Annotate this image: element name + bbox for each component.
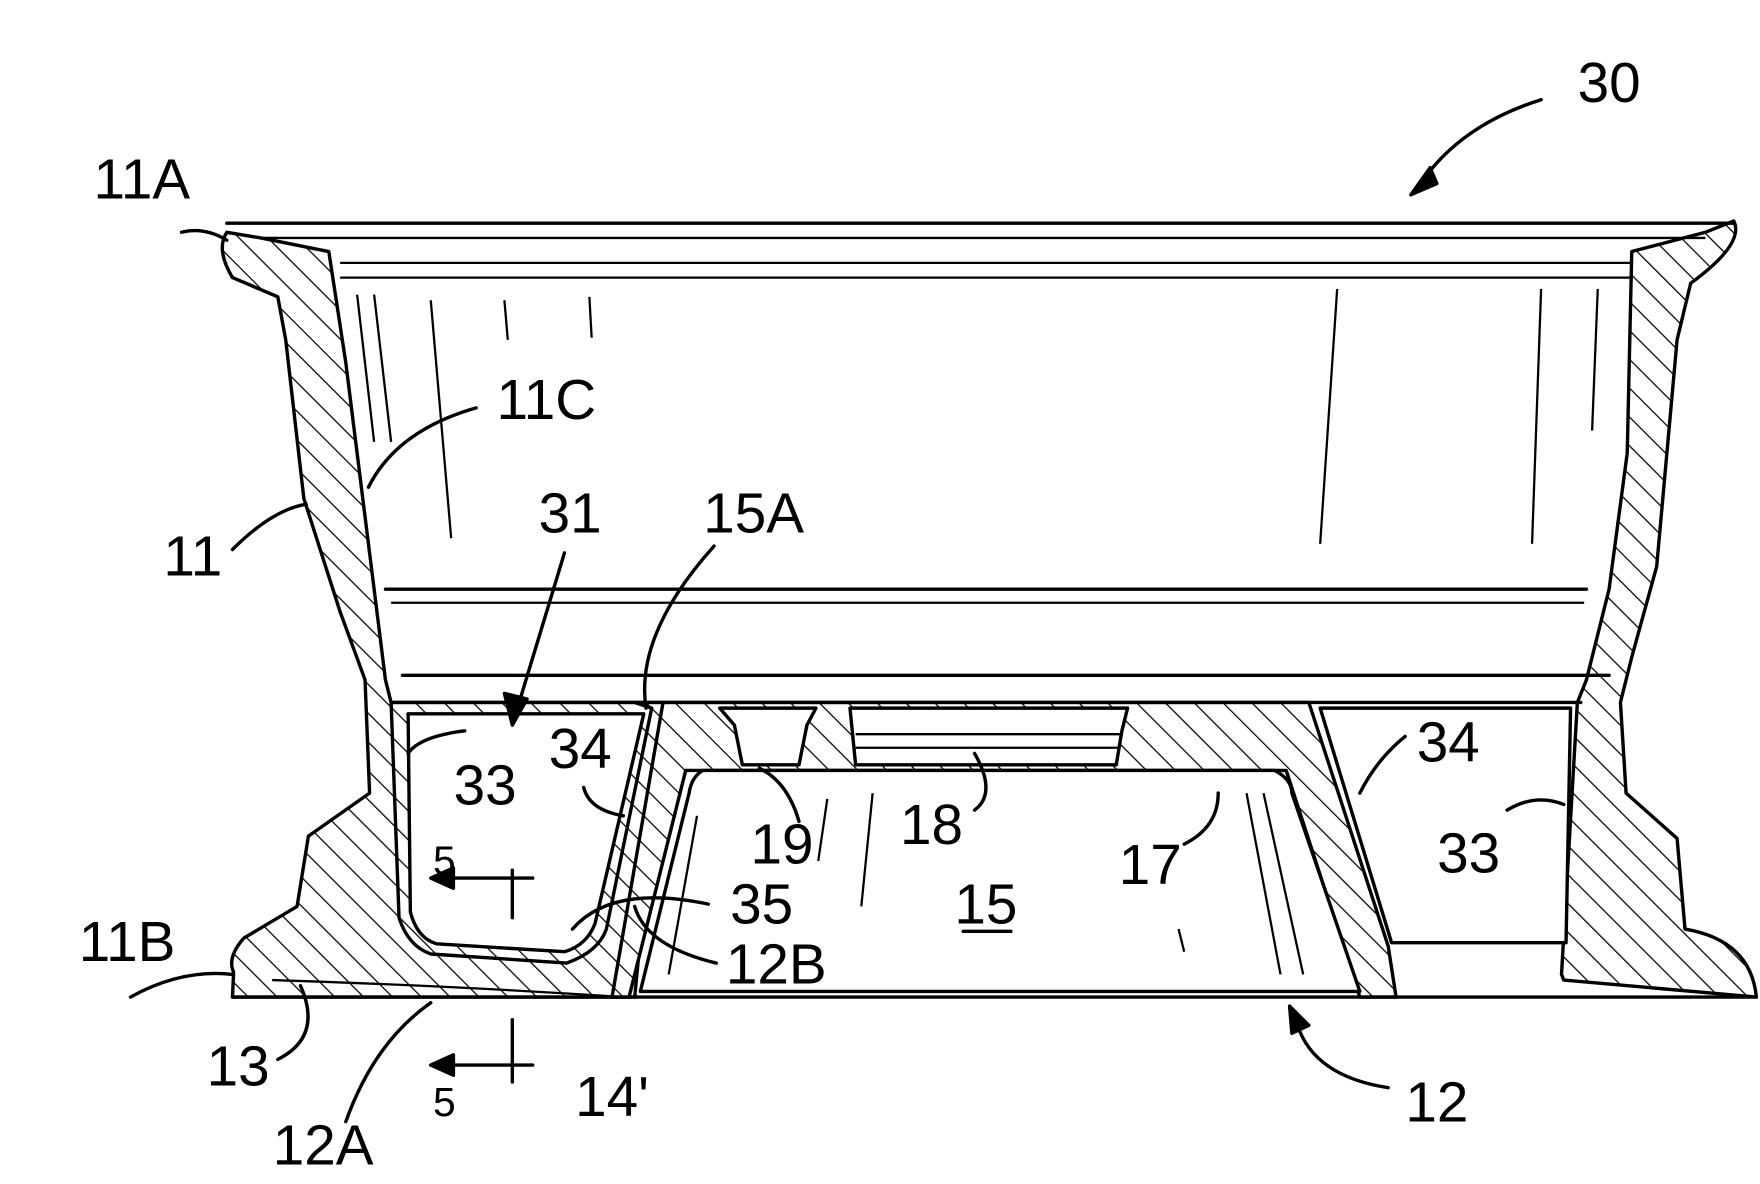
label-12A: 12A — [273, 1115, 374, 1178]
label-19: 19 — [750, 813, 813, 876]
label-13: 13 — [207, 1035, 270, 1098]
label-34-left: 34 — [549, 718, 612, 781]
label-34-right: 34 — [1417, 711, 1480, 774]
label-15A: 15A — [703, 483, 804, 546]
label-31: 31 — [539, 483, 602, 546]
label-11: 11 — [163, 526, 222, 589]
label-12B: 12B — [726, 933, 827, 996]
label-5-lower: 5 — [433, 1079, 456, 1125]
label-14prime: 14' — [575, 1066, 649, 1129]
center-bore — [850, 708, 1128, 765]
label-11A: 11A — [94, 148, 191, 211]
rim-right-wall — [1562, 221, 1757, 997]
label-12: 12 — [1405, 1072, 1468, 1135]
label-15: 15 — [954, 873, 1017, 936]
label-30: 30 — [1578, 52, 1641, 115]
label-5-upper: 5 — [433, 838, 456, 884]
label-11B: 11B — [79, 911, 176, 974]
label-17: 17 — [1119, 834, 1182, 897]
label-35: 35 — [730, 873, 793, 936]
label-33-right: 33 — [1437, 822, 1500, 885]
label-11C: 11C — [496, 369, 596, 432]
label-18: 18 — [900, 794, 963, 857]
label-33-left: 33 — [454, 754, 517, 817]
